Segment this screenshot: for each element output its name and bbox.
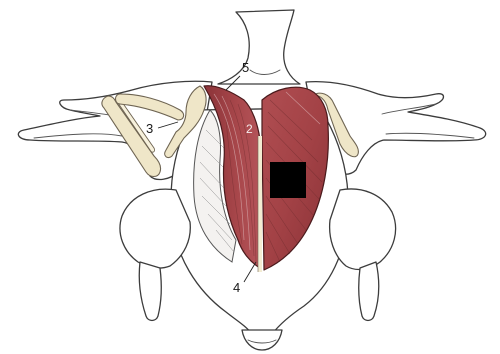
left-thigh-outline bbox=[120, 189, 190, 268]
redaction-box bbox=[270, 162, 306, 198]
left-shank-outline bbox=[139, 262, 161, 321]
label-3: 3 bbox=[146, 121, 153, 136]
right-shank-outline bbox=[359, 262, 379, 321]
neck-outline bbox=[218, 10, 300, 84]
right-thigh-outline bbox=[330, 189, 396, 269]
label-2: 2 bbox=[246, 122, 253, 136]
label-4: 4 bbox=[233, 280, 240, 295]
label-5: 5 bbox=[242, 60, 249, 75]
